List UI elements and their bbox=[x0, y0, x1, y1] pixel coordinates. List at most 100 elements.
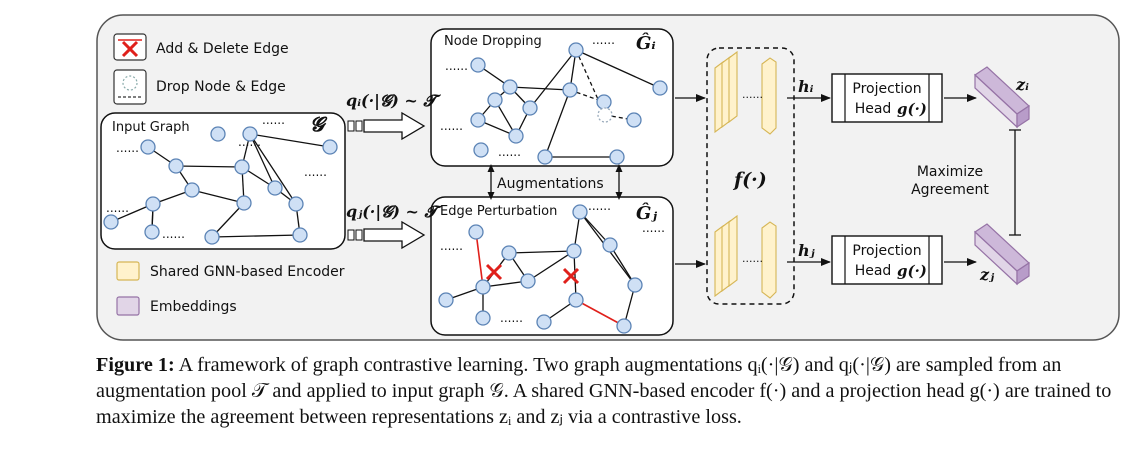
added-edge bbox=[575, 299, 625, 327]
encoder-layer bbox=[761, 57, 777, 135]
projection-j-symbol: g(·) bbox=[897, 262, 927, 280]
graph-node bbox=[536, 314, 552, 330]
graph-node bbox=[627, 277, 643, 293]
projection-j-line1: Projection bbox=[852, 243, 921, 259]
input-graph-symbol: 𝓖 bbox=[310, 112, 328, 136]
augmentations-label: Augmentations bbox=[497, 176, 604, 192]
graph-node bbox=[168, 158, 184, 174]
node-dropping-graph: ........................ bbox=[440, 33, 668, 165]
projection-i-symbol: g(·) bbox=[897, 100, 927, 118]
legend-encoder-label: Shared GNN-based Encoder bbox=[150, 264, 345, 280]
legend-add-delete-edge: Add & Delete Edge bbox=[113, 33, 289, 61]
added-edge bbox=[475, 231, 484, 288]
graph-node bbox=[609, 149, 625, 165]
ellipsis-text: ...... bbox=[238, 135, 261, 149]
projection-j-line2: Head bbox=[855, 263, 892, 279]
encoder-j: ...... bbox=[714, 214, 777, 299]
encoder-dots: ...... bbox=[742, 88, 763, 101]
ellipsis-text: ...... bbox=[440, 119, 463, 133]
projection-i-line2: Head bbox=[855, 101, 892, 117]
graph-node bbox=[184, 182, 200, 198]
shared-encoder-box bbox=[706, 47, 795, 305]
ellipsis-text: ...... bbox=[498, 145, 521, 159]
ellipsis-text: ...... bbox=[592, 33, 615, 47]
embedding-z-i bbox=[974, 66, 1030, 129]
graph-node bbox=[652, 80, 668, 96]
graph-edge bbox=[527, 250, 575, 282]
edge-perturbation-title: Edge Perturbation bbox=[440, 204, 557, 219]
ellipsis-text: ...... bbox=[304, 165, 327, 179]
graph-node bbox=[103, 214, 119, 230]
graph-node bbox=[210, 126, 226, 142]
graph-node bbox=[616, 318, 632, 334]
sampler-arrow-j: qⱼ(·|𝓖) ~ 𝓣 bbox=[346, 202, 443, 250]
graph-edge bbox=[211, 202, 245, 238]
graph-edge bbox=[573, 250, 577, 301]
graph-node bbox=[502, 79, 518, 95]
ellipsis-text: ...... bbox=[642, 221, 665, 235]
h-j-label: hⱼ bbox=[798, 241, 816, 260]
graph-node bbox=[566, 243, 582, 259]
graph-node bbox=[288, 196, 304, 212]
graph-node bbox=[501, 245, 517, 261]
ellipsis-text: ...... bbox=[500, 311, 523, 325]
graph-node bbox=[568, 292, 584, 308]
sampler-arrow-i: qᵢ(·|𝓖) ~ 𝓣 bbox=[346, 91, 441, 141]
caption-text: A framework of graph contrastive learnin… bbox=[96, 354, 1112, 428]
graph-edge bbox=[211, 234, 301, 238]
caption-label: Figure 1: bbox=[96, 354, 175, 376]
input-graph-label: Input Graph bbox=[112, 120, 190, 135]
input-graph-panel bbox=[100, 112, 346, 250]
graph-node bbox=[292, 227, 308, 243]
maximize-label: Maximize bbox=[917, 164, 983, 180]
graph-node bbox=[242, 126, 258, 142]
graph-node bbox=[572, 204, 588, 220]
edge-perturbation-graph: ........................ bbox=[438, 199, 665, 334]
graph-node bbox=[234, 159, 250, 175]
graph-node bbox=[236, 195, 252, 211]
graph-node bbox=[475, 279, 491, 295]
maximize-agreement: Maximize Agreement bbox=[911, 129, 1021, 236]
dropped-node bbox=[597, 107, 613, 123]
figure-caption: Figure 1: A framework of graph contrasti… bbox=[96, 352, 1126, 430]
graph-node bbox=[438, 292, 454, 308]
legend-add-delete-label: Add & Delete Edge bbox=[156, 41, 289, 57]
node-dropping-panel bbox=[430, 28, 674, 167]
encoder-layer bbox=[761, 221, 777, 299]
graph-node bbox=[475, 310, 491, 326]
graph-node bbox=[470, 112, 486, 128]
framework-diagram: Add & Delete Edge Drop Node & Edge Input… bbox=[96, 14, 1120, 341]
graph-edge bbox=[575, 49, 661, 89]
ellipsis-text: ...... bbox=[116, 141, 139, 155]
graph-node bbox=[596, 94, 612, 110]
graph-node bbox=[468, 224, 484, 240]
graph-node bbox=[602, 237, 618, 253]
graph-node bbox=[508, 128, 524, 144]
ellipsis-text: ...... bbox=[262, 113, 285, 127]
sampler-j-label: qⱼ(·|𝓖) ~ 𝓣 bbox=[346, 202, 443, 221]
encoder-i: ...... bbox=[714, 50, 777, 135]
legend-embeddings: Embeddings bbox=[116, 296, 237, 316]
z-i-label: zᵢ bbox=[1015, 75, 1029, 94]
legend-embeddings-label: Embeddings bbox=[150, 299, 237, 315]
aug-j-symbol: Ĝⱼ bbox=[636, 201, 657, 224]
graph-edge bbox=[191, 189, 245, 204]
graph-edge bbox=[175, 165, 243, 168]
graph-node bbox=[140, 139, 156, 155]
ellipsis-text: ...... bbox=[162, 227, 185, 241]
graph-node bbox=[204, 229, 220, 245]
graph-edge bbox=[249, 133, 276, 189]
graph-edge bbox=[529, 49, 577, 109]
graph-edge bbox=[544, 89, 571, 158]
node-dropping-title: Node Dropping bbox=[444, 34, 542, 49]
graph-node bbox=[487, 92, 503, 108]
legend-shared-encoder: Shared GNN-based Encoder bbox=[116, 261, 345, 281]
projection-head-i: Projection Head g(·) bbox=[831, 73, 943, 123]
graph-node bbox=[470, 57, 486, 73]
encoder-symbol: f(·) bbox=[732, 169, 767, 191]
graph-edge bbox=[249, 133, 297, 205]
augmentations-indicator: Augmentations bbox=[487, 164, 623, 200]
graph-edge bbox=[509, 86, 571, 91]
encoder-dots: ...... bbox=[742, 252, 763, 265]
graph-node bbox=[145, 196, 161, 212]
